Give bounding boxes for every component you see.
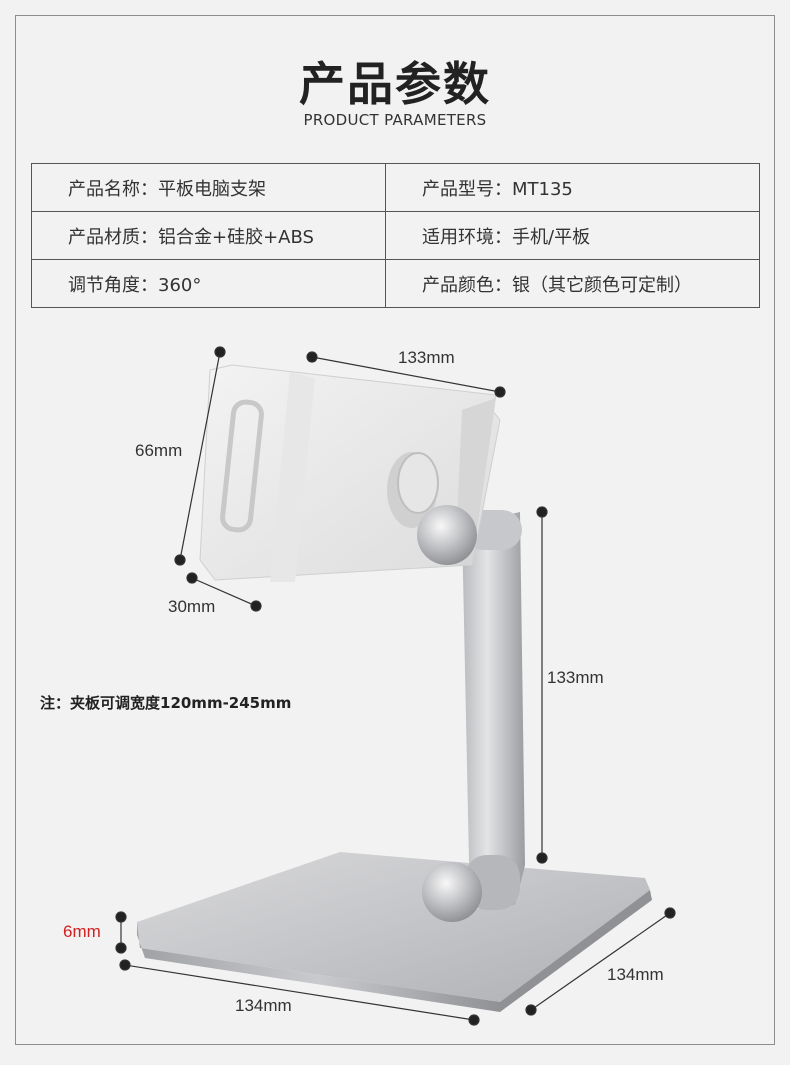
screw-knob [387, 452, 439, 528]
param-environment: 适用环境：手机/平板 [385, 211, 760, 260]
dim-holder-width: 133mm [398, 348, 455, 367]
params-table: 产品名称：平板电脑支架 产品型号：MT135 产品材质：铝合金+硅胶+ABS 适… [31, 163, 760, 308]
page-title: 产品参数 [299, 57, 491, 111]
base-plate [137, 852, 652, 1012]
param-material: 产品材质：铝合金+硅胶+ABS [31, 211, 386, 260]
param-color: 产品颜色：银（其它颜色可定制） [385, 259, 760, 308]
dim-base-depth: 134mm [607, 965, 664, 984]
lower-knob [422, 862, 482, 922]
upper-knob [417, 505, 477, 565]
dim-holder-height: 66mm [135, 441, 183, 460]
dim-base-thickness: 6mm [63, 922, 101, 941]
page-frame [15, 15, 775, 1045]
param-angle: 调节角度：360° [31, 259, 386, 308]
table-row: 产品名称：平板电脑支架 产品型号：MT135 [31, 163, 760, 212]
dimension-lines [115, 346, 676, 1026]
adjustment-note: 注：夹板可调宽度120mm-245mm [40, 694, 292, 712]
param-product-name: 产品名称：平板电脑支架 [31, 163, 386, 212]
table-row: 调节角度：360° 产品颜色：银（其它颜色可定制） [31, 259, 760, 308]
dim-arm-length: 133mm [547, 668, 604, 687]
dim-base-width: 134mm [235, 996, 292, 1015]
page-subtitle: PRODUCT PARAMETERS [303, 111, 487, 129]
dim-holder-depth: 30mm [168, 597, 216, 616]
table-row: 产品材质：铝合金+硅胶+ABS 适用环境：手机/平板 [31, 211, 760, 260]
support-arm [462, 510, 525, 910]
